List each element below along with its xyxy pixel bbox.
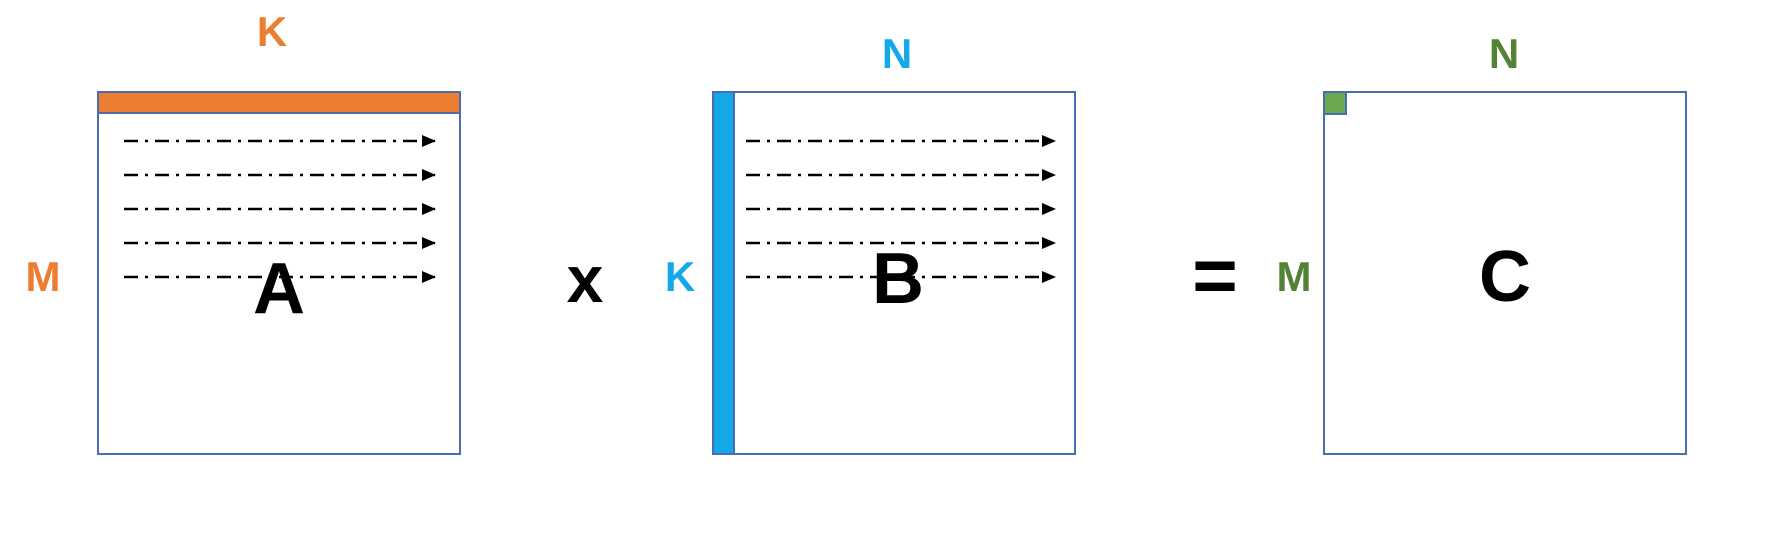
- matrix-b-top-dim: N: [882, 30, 912, 77]
- matrix-a-box: [97, 91, 461, 455]
- matrix-c-box: [1323, 91, 1687, 455]
- matrix-b-box: [712, 91, 1076, 455]
- matrix-a-traversal-arrows: [124, 135, 436, 283]
- matrix-c-highlight-element: [1323, 91, 1347, 115]
- matrix-a-left-dim: M: [26, 253, 61, 300]
- matrix-a-highlight-row: [97, 91, 461, 114]
- matrix-c: N M C: [1277, 30, 1687, 455]
- equals-operator: =: [1192, 231, 1238, 319]
- matrix-b-traversal-arrows: [746, 135, 1056, 283]
- matrix-c-left-dim: M: [1277, 253, 1312, 300]
- matrix-a-name: A: [253, 249, 305, 329]
- matrix-b-name: B: [872, 239, 924, 319]
- matrix-a: K M A: [26, 8, 461, 455]
- matrix-b: N K B: [665, 30, 1076, 455]
- matrix-c-name: C: [1479, 237, 1531, 317]
- matrix-a-top-dim: K: [257, 8, 287, 55]
- multiply-operator: x: [567, 242, 604, 316]
- matrix-c-top-dim: N: [1489, 30, 1519, 77]
- matrix-b-highlight-column: [712, 91, 735, 455]
- matrix-b-left-dim: K: [665, 253, 695, 300]
